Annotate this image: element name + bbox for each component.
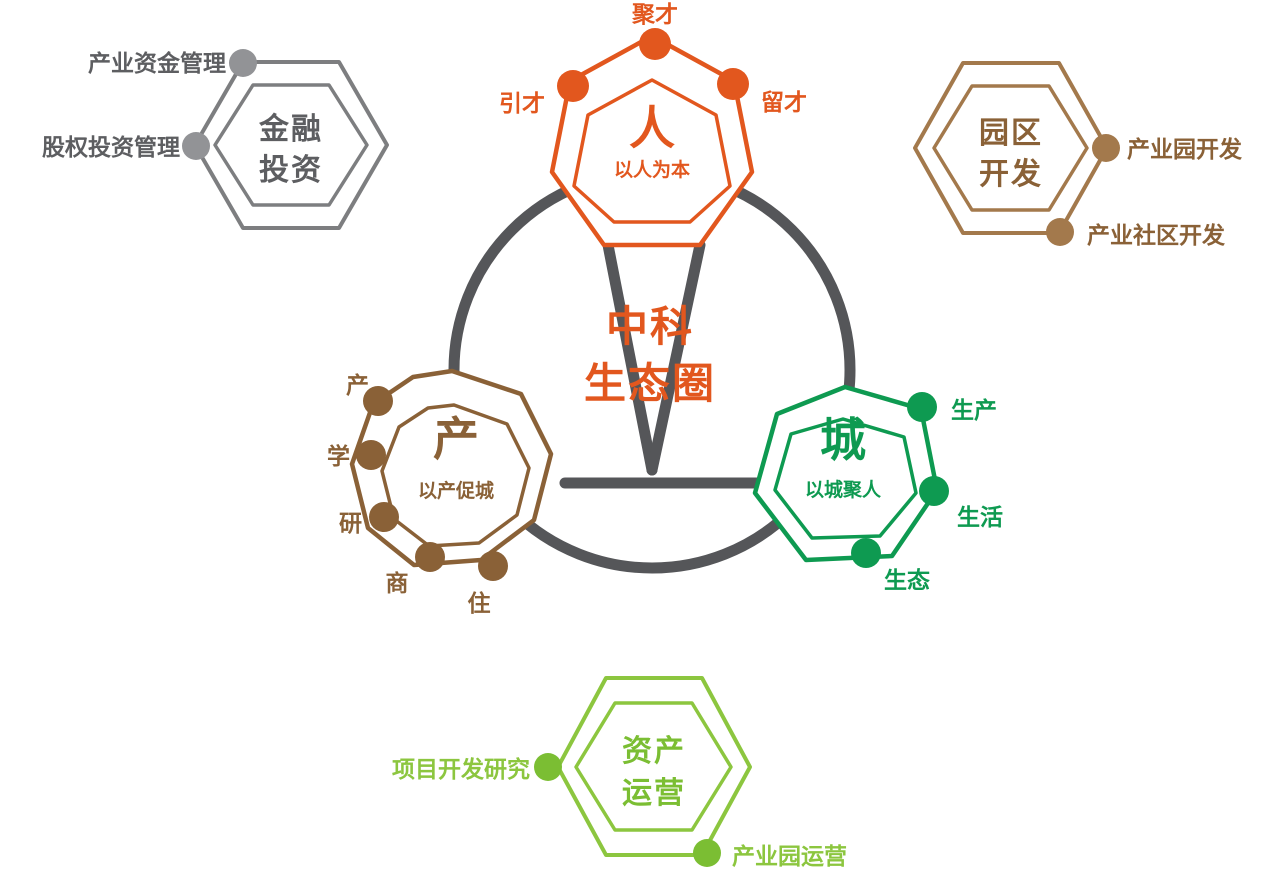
node-dot-chan[interactable] xyxy=(363,386,393,416)
hexagon-asset-title-line2: 运营 xyxy=(622,776,686,811)
hexagon-park-label-1: 产业园开发 xyxy=(1127,136,1242,163)
node-label-zhu: 住 xyxy=(468,590,491,617)
hexagon-asset-operation[interactable]: 资产 运营 项目开发研究 产业园运营 xyxy=(392,676,847,870)
hexagon-finance[interactable]: 金融 投资 产业资金管理 股权投资管理 xyxy=(42,49,389,230)
hexagon-park-title-line2: 开发 xyxy=(979,157,1043,192)
node-label-shengchan: 生产 xyxy=(951,397,997,424)
node-label-shenghuo: 生活 xyxy=(957,505,1003,531)
node-dot-industrial-park-operation[interactable] xyxy=(693,839,721,867)
node-dot-jucai[interactable] xyxy=(639,28,671,60)
hexagon-park-development[interactable]: 园区 开发 产业园开发 产业社区开发 xyxy=(913,61,1242,249)
node-label-shengtai: 生态 xyxy=(884,567,930,594)
hexagon-asset-label-2: 产业园运营 xyxy=(732,843,847,870)
node-label-shang: 商 xyxy=(386,570,409,597)
node-dot-equity-invest-mgmt[interactable] xyxy=(182,132,210,160)
hexagon-park-label-2: 产业社区开发 xyxy=(1087,222,1225,249)
hexagon-park-inner-shape xyxy=(932,84,1089,212)
hub-industry[interactable]: 产 以产促城 产 学 研 商 住 xyxy=(327,368,554,617)
hexagon-asset-title-line1: 资产 xyxy=(622,734,686,769)
hub-industry-motto: 以产促城 xyxy=(418,479,494,502)
hub-people-glyph: 人 xyxy=(629,101,675,155)
node-dot-yincai[interactable] xyxy=(557,70,589,102)
hub-city-motto: 以城聚人 xyxy=(805,478,882,501)
node-dot-shenghuo[interactable] xyxy=(919,476,949,506)
center-title-line1: 中科 xyxy=(606,302,694,351)
node-dot-yan[interactable] xyxy=(369,502,399,532)
node-label-yan: 研 xyxy=(339,511,362,537)
node-dot-xue[interactable] xyxy=(356,440,386,470)
hexagon-finance-inner-shape xyxy=(213,83,369,207)
hexagon-finance-label-1: 产业资金管理 xyxy=(88,50,226,77)
connector-center-to-people-right xyxy=(646,239,706,476)
center-title: 中科 生态圈 xyxy=(584,302,716,408)
hexagon-finance-label-2: 股权投资管理 xyxy=(42,134,180,161)
node-label-xue: 学 xyxy=(327,443,350,470)
hub-city[interactable]: 城 以城聚人 生产 生活 生态 xyxy=(752,384,1003,594)
node-label-yincai: 引才 xyxy=(499,91,545,117)
node-dot-shengchan[interactable] xyxy=(907,392,937,422)
node-dot-shengtai[interactable] xyxy=(851,538,881,568)
node-label-jucai: 聚才 xyxy=(631,2,678,28)
node-dot-zhu[interactable] xyxy=(478,551,508,581)
hexagon-asset-label-1: 项目开发研究 xyxy=(392,756,530,783)
hub-industry-glyph: 产 xyxy=(433,412,479,466)
node-dot-project-dev-research[interactable] xyxy=(534,753,562,781)
hexagon-finance-title-line1: 金融 xyxy=(258,112,323,147)
hub-people-motto: 以人为本 xyxy=(614,158,690,181)
node-label-chan: 产 xyxy=(346,372,369,399)
center-title-line2: 生态圈 xyxy=(584,359,716,408)
hexagon-park-title-line1: 园区 xyxy=(979,116,1043,151)
hub-city-inner-shape xyxy=(773,417,918,540)
connector-center-to-people xyxy=(602,239,658,476)
node-dot-industrial-park-dev[interactable] xyxy=(1092,134,1120,162)
hub-people-inner-shape xyxy=(572,78,732,224)
hub-city-glyph: 城 xyxy=(820,413,866,467)
hub-people[interactable]: 人 以人为本 引才 聚才 留才 xyxy=(499,2,807,248)
node-label-liucai: 留才 xyxy=(761,90,807,116)
hexagon-asset-inner-shape xyxy=(574,701,733,832)
node-dot-industry-fund-mgmt[interactable] xyxy=(229,49,257,77)
node-dot-shang[interactable] xyxy=(415,542,445,572)
hexagon-finance-title-line2: 投资 xyxy=(259,153,323,188)
node-dot-liucai[interactable] xyxy=(717,68,749,100)
node-dot-industrial-community-dev[interactable] xyxy=(1046,218,1074,246)
